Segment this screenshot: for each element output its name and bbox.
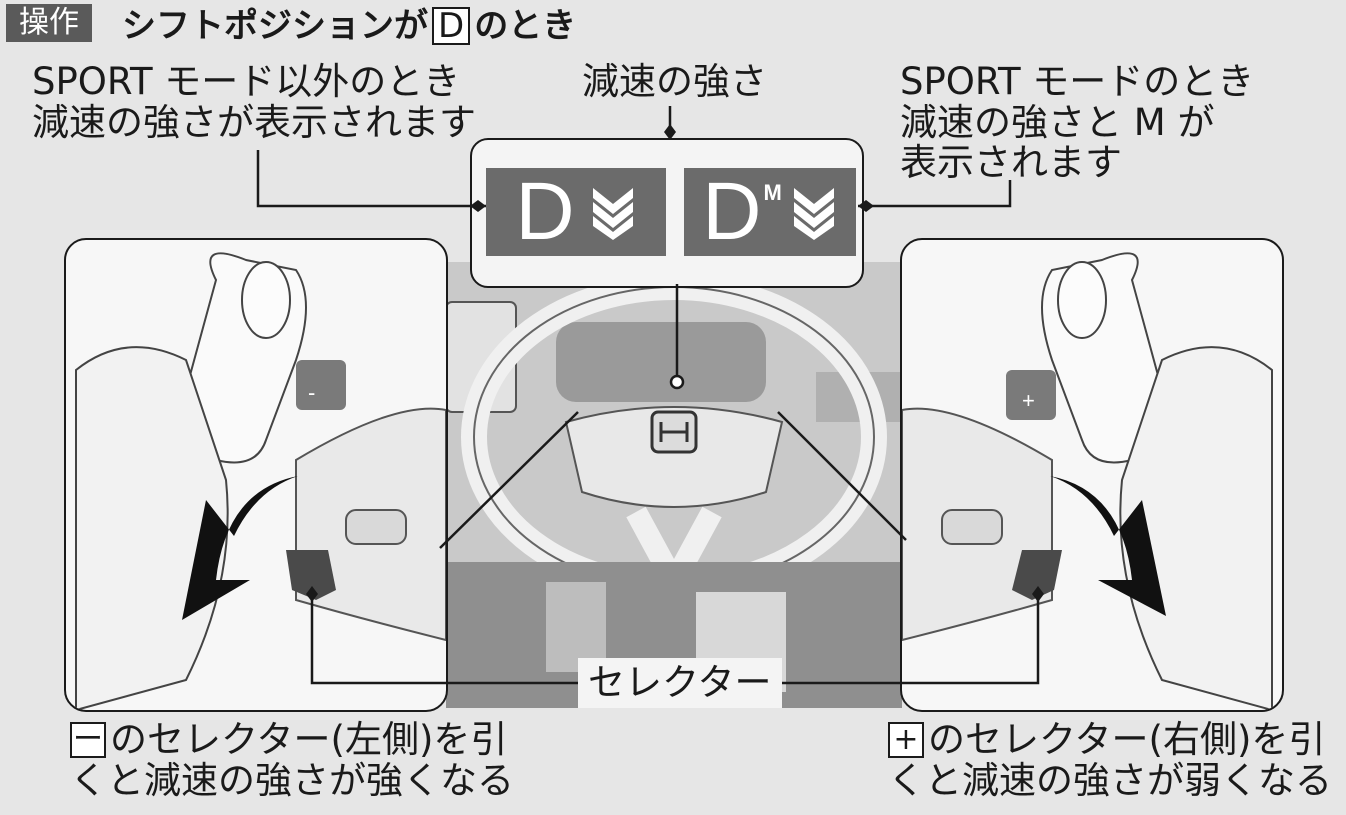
- label-line: SPORT モードのとき: [900, 60, 1255, 103]
- manual-mode-indicator: M: [763, 180, 782, 205]
- operation-badge: 操作: [6, 4, 92, 42]
- title-suffix: のとき: [474, 6, 577, 46]
- label-line: 減速の強さが表示されます: [32, 100, 476, 144]
- label-line: 表示されます: [900, 141, 1122, 185]
- label-decel-strength: 減速の強さ: [582, 60, 767, 103]
- caption-line: くと減速の強さが弱くなる: [888, 758, 1332, 802]
- decel-display-normal: D: [486, 168, 666, 256]
- caption-line: のセレクター(右側)を引: [928, 718, 1326, 761]
- shift-position-box: D: [432, 7, 471, 45]
- left-hand-on-wheel: -: [75, 252, 446, 710]
- caption-line: くと減速の強さが強くなる: [70, 758, 514, 802]
- minus-paddle-symbol: -: [308, 380, 315, 405]
- decel-chevrons-icon: [793, 188, 834, 240]
- caption-line: のセレクター(左側)を引: [110, 718, 508, 761]
- dashboard-illustration: [446, 262, 902, 708]
- label-non-sport-mode: SPORT モード以外のとき 減速の強さが表示されます: [32, 60, 476, 144]
- caption-minus-selector: ーのセレクター(左側)を引 くと減速の強さが強くなる: [70, 718, 514, 802]
- selector-label: セレクター: [578, 658, 782, 708]
- gear-letter: D: [702, 166, 762, 257]
- plus-symbol-box: +: [888, 722, 924, 758]
- title-prefix: シフトポジションが: [122, 6, 428, 46]
- right-hand-on-wheel: +: [902, 252, 1273, 710]
- caption-plus-selector: +のセレクター(右側)を引 くと減速の強さが弱くなる: [888, 718, 1332, 802]
- pull-left-arrow: [182, 476, 298, 620]
- decel-chevrons-icon: [592, 188, 633, 240]
- right-hand-panel: +: [900, 238, 1284, 712]
- label-sport-mode: SPORT モードのとき 減速の強さと M が 表示されます: [900, 60, 1255, 185]
- pull-right-arrow: [1050, 476, 1166, 616]
- label-line: SPORT モード以外のとき: [32, 60, 461, 103]
- label-line: 減速の強さと M が: [900, 100, 1215, 144]
- plus-paddle-symbol: +: [1022, 388, 1035, 413]
- gear-letter: D: [515, 166, 575, 257]
- left-hand-panel: -: [64, 238, 448, 712]
- minus-symbol-box: ー: [70, 722, 106, 758]
